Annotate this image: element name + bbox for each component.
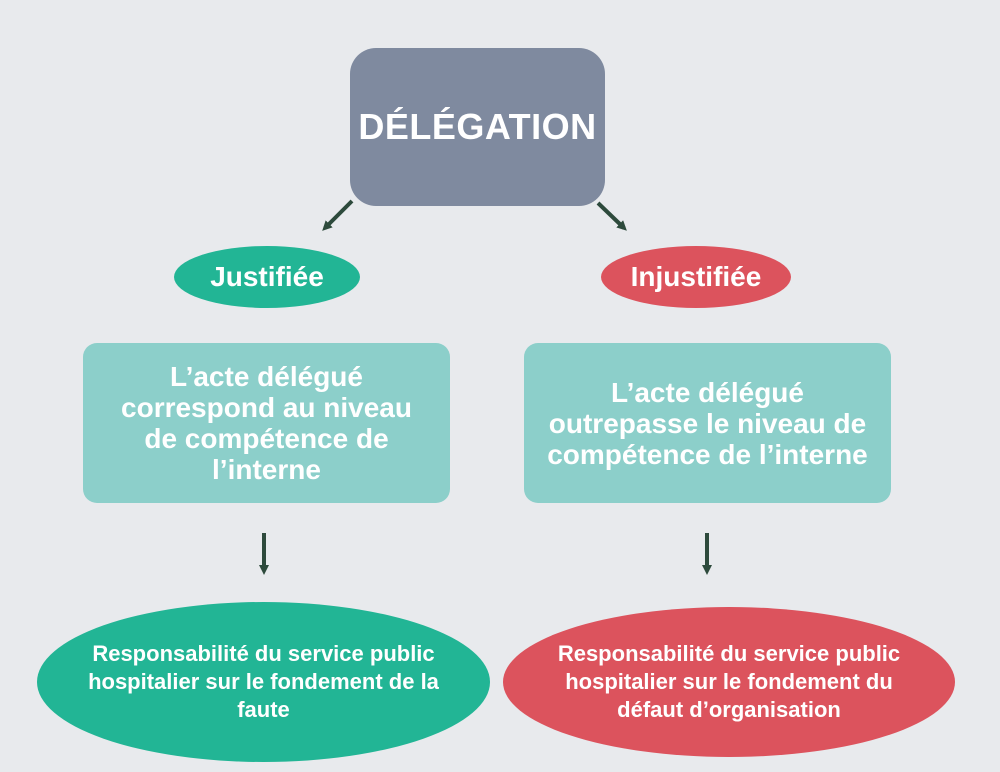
unjustified-description: L’acte délégué outrepasse le niveau de c… <box>547 376 868 470</box>
root-label: DÉLÉGATION <box>358 106 597 147</box>
unjustified-result-ellipse: Responsabilité du service public hospita… <box>503 607 955 757</box>
justified-result: Responsabilité du service public hospita… <box>88 641 439 722</box>
justified-pill: Justifiée <box>174 246 360 308</box>
unjustified-result: Responsabilité du service public hospita… <box>557 641 901 722</box>
justified-result-ellipse: Responsabilité du service public hospita… <box>37 602 490 762</box>
arrow-root-to-unjustified <box>596 201 627 231</box>
justified-description: L’acte délégué correspond au niveau de c… <box>121 361 412 485</box>
justified-label: Justifiée <box>210 261 324 292</box>
unjustified-description-box: L’acte délégué outrepasse le niveau de c… <box>524 343 891 503</box>
unjustified-label: Injustifiée <box>630 261 762 292</box>
unjustified-pill: Injustifiée <box>601 246 791 308</box>
arrow-root-to-justified <box>322 199 354 231</box>
root-node: DÉLÉGATION <box>350 48 605 206</box>
justified-description-box: L’acte délégué correspond au niveau de c… <box>83 343 450 503</box>
